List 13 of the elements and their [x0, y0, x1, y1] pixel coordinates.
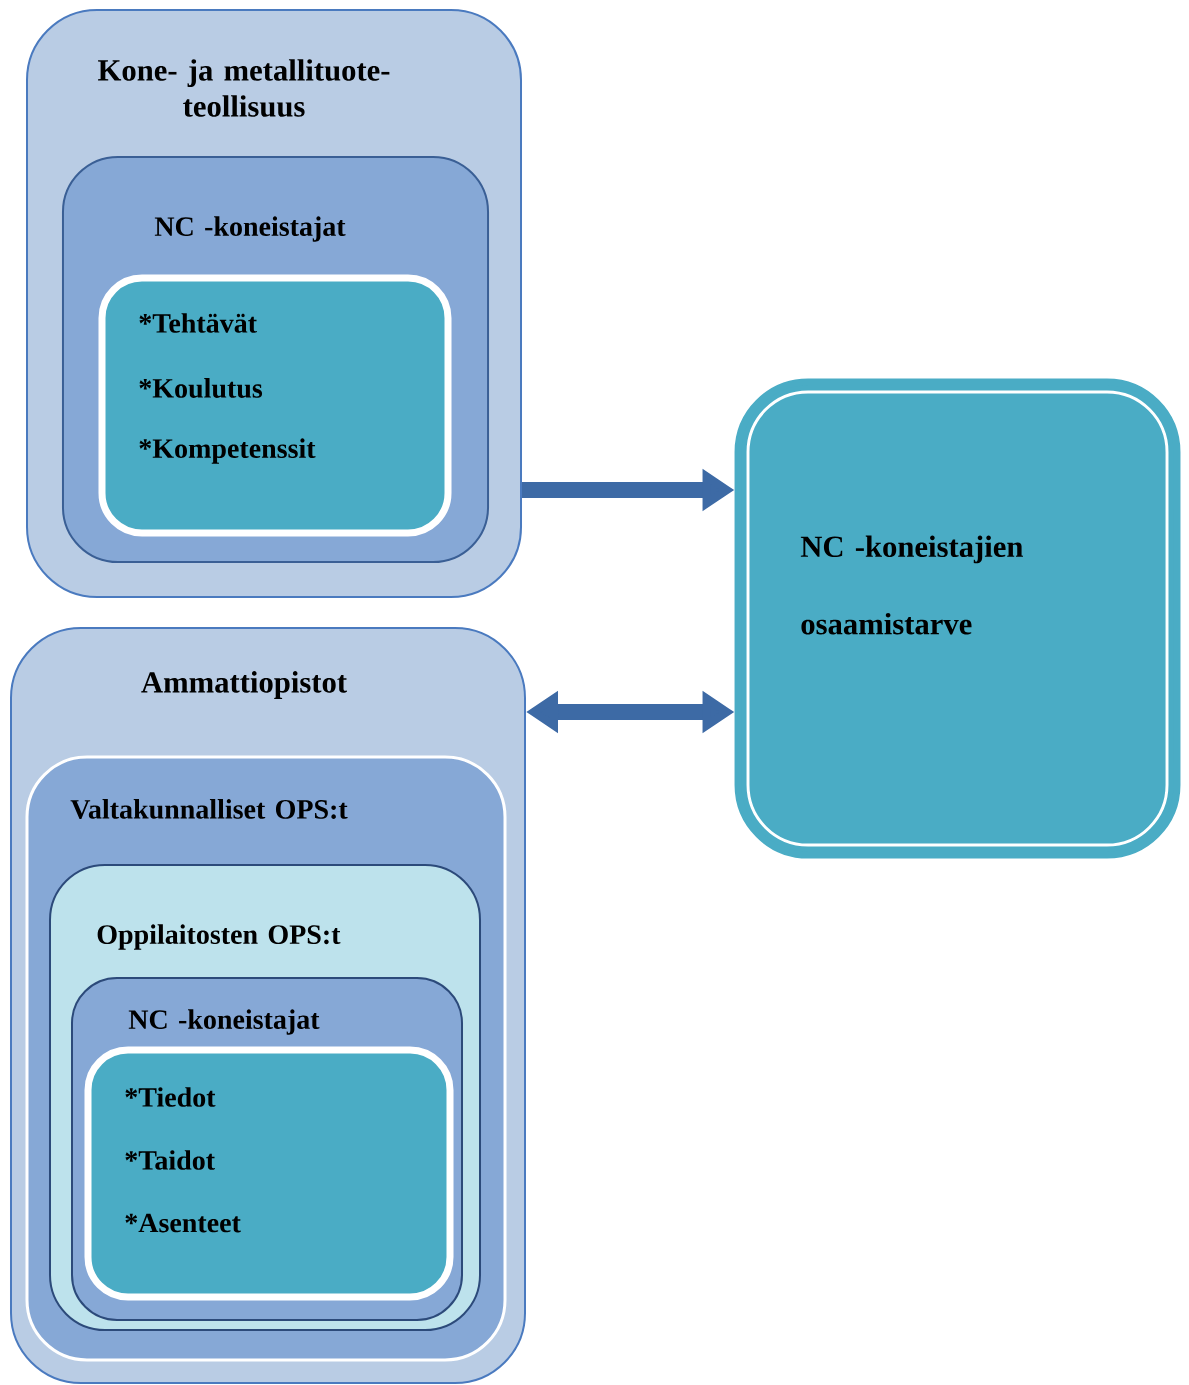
- box-heading: Kone- ja metallituote- teollisuus: [98, 59, 390, 117]
- list-item: *Koulutus: [139, 378, 263, 398]
- box-heading: Ammattiopistot: [141, 671, 347, 699]
- list-item: *Tehtävät: [139, 313, 257, 333]
- box-heading: NC -koneistajien osaamistarve: [800, 535, 1023, 635]
- box-heading: Oppilaitosten OPS:t: [97, 924, 341, 950]
- list-item: *Kompetenssit: [139, 438, 316, 464]
- list-item: *Asenteet: [125, 1213, 241, 1233]
- box-heading: Valtakunnalliset OPS:t: [70, 799, 348, 819]
- list-item: *Taidot: [125, 1150, 215, 1170]
- box-heading: NC -koneistajat: [154, 216, 346, 242]
- list-item: *Tiedot: [125, 1087, 216, 1107]
- box-heading: NC -koneistajat: [128, 1009, 320, 1035]
